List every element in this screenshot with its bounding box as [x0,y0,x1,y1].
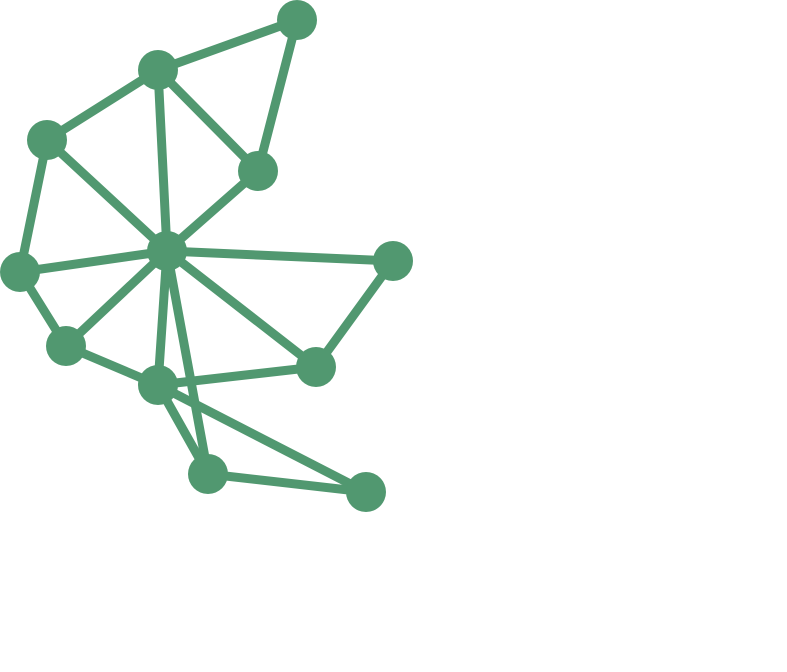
edge-n3-n5 [15,135,52,277]
node-n7 [46,326,86,366]
node-n9 [296,347,336,387]
node-n12 [346,472,386,512]
node-n10 [138,365,178,405]
edge-n2-n4 [153,65,263,176]
edge-n2-n3 [42,65,163,145]
node-n4 [238,151,278,191]
edge-n1-n4 [253,15,302,176]
edge-n8-n9 [311,256,398,372]
edge-n4-n6 [162,166,263,256]
edge-n10-n12 [153,380,371,497]
node-n8 [373,241,413,281]
edge-n6-n10 [153,246,172,390]
node-n2 [138,50,178,90]
node-n3 [27,120,67,160]
edge-n9-n10 [153,362,321,390]
edge-n11-n12 [203,469,371,497]
edge-n6-n11 [162,246,213,479]
nodes-layer [0,0,413,512]
edge-n6-n8 [162,246,398,266]
edge-n1-n2 [153,15,302,75]
edge-n2-n6 [153,65,172,256]
edges-layer [15,15,398,497]
node-n5 [0,252,40,292]
node-n1 [277,0,317,40]
edge-n6-n7 [61,246,172,351]
node-n11 [188,454,228,494]
edge-n6-n9 [162,246,321,372]
edge-n3-n6 [42,135,172,256]
edge-n5-n6 [15,246,172,277]
node-n6 [147,231,187,271]
